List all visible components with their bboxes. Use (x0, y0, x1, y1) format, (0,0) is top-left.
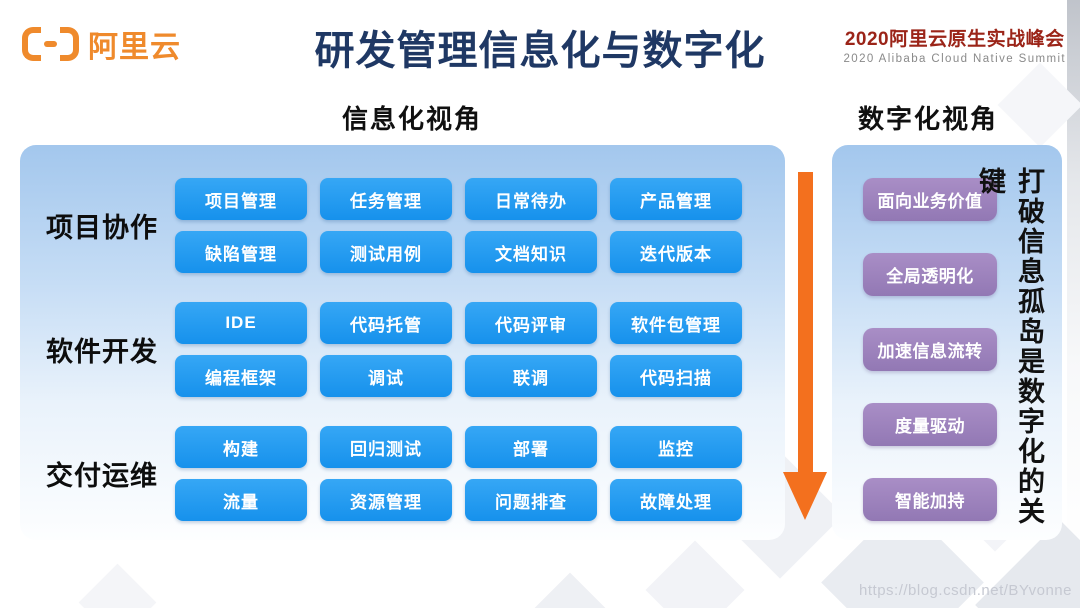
alibaba-cloud-logo: 阿里云 (22, 22, 181, 66)
alibaba-cloud-brackets-icon (22, 27, 79, 61)
feature-button: 文档知识 (465, 231, 597, 273)
feature-button: 测试用例 (320, 231, 452, 273)
digital-button: 全局透明化 (863, 253, 997, 296)
feature-button: 缺陷管理 (175, 231, 307, 273)
vertical-note: 打破信息孤岛是数字化的关键 (975, 167, 1044, 527)
group-label: 项目协作 (46, 213, 158, 243)
feature-button: 资源管理 (320, 479, 452, 521)
feature-button: 故障处理 (610, 479, 742, 521)
digital-button: 面向业务价值 (863, 178, 997, 221)
summit-banner: 2020阿里云原生实战峰会 2020 Alibaba Cloud Native … (843, 24, 1066, 65)
feature-button: 回归测试 (320, 426, 452, 468)
feature-button: 任务管理 (320, 178, 452, 220)
digital-button-list: 面向业务价值 全局透明化 加速信息流转 度量驱动 智能加持 (863, 178, 997, 521)
informatization-panel: 项目协作 项目管理 任务管理 日常待办 产品管理 缺陷管理 测试用例 文档知识 … (20, 145, 785, 540)
button-grid: IDE 代码托管 代码评审 软件包管理 编程框架 调试 联调 代码扫描 (175, 302, 742, 397)
summit-subtitle: 2020 Alibaba Cloud Native Summit (843, 53, 1066, 65)
logo-text: 阿里云 (88, 31, 181, 64)
down-arrow-icon (783, 172, 827, 520)
feature-button: IDE (175, 302, 307, 344)
feature-button: 编程框架 (175, 355, 307, 397)
feature-button: 调试 (320, 355, 452, 397)
digital-button: 度量驱动 (863, 403, 997, 446)
feature-button: 日常待办 (465, 178, 597, 220)
section-header-informatization: 信息化视角 (342, 104, 483, 134)
group-label: 交付运维 (46, 461, 158, 491)
right-edge-gradient (1067, 0, 1080, 608)
bg-diamond (527, 572, 613, 608)
group-delivery-operations: 交付运维 构建 回归测试 部署 监控 流量 资源管理 问题排查 故障处理 (20, 426, 785, 521)
watermark-url: https://blog.csdn.net/BYvonne (859, 582, 1072, 599)
bg-diamond (645, 540, 745, 608)
feature-button: 联调 (465, 355, 597, 397)
feature-button: 代码扫描 (610, 355, 742, 397)
feature-button: 问题排查 (465, 479, 597, 521)
button-grid: 构建 回归测试 部署 监控 流量 资源管理 问题排查 故障处理 (175, 426, 742, 521)
bg-diamond (78, 563, 157, 608)
feature-button: 代码评审 (465, 302, 597, 344)
button-grid: 项目管理 任务管理 日常待办 产品管理 缺陷管理 测试用例 文档知识 迭代版本 (175, 178, 742, 273)
group-project-collaboration: 项目协作 项目管理 任务管理 日常待办 产品管理 缺陷管理 测试用例 文档知识 … (20, 178, 785, 273)
digitalization-panel: 面向业务价值 全局透明化 加速信息流转 度量驱动 智能加持 打破信息孤岛是数字化… (832, 145, 1062, 540)
feature-button: 产品管理 (610, 178, 742, 220)
digital-button: 智能加持 (863, 478, 997, 521)
feature-button: 监控 (610, 426, 742, 468)
feature-button: 项目管理 (175, 178, 307, 220)
feature-button: 流量 (175, 479, 307, 521)
feature-button: 代码托管 (320, 302, 452, 344)
feature-button: 迭代版本 (610, 231, 742, 273)
feature-button: 软件包管理 (610, 302, 742, 344)
page-title: 研发管理信息化与数字化 (314, 29, 766, 73)
digital-button: 加速信息流转 (863, 328, 997, 371)
group-software-development: 软件开发 IDE 代码托管 代码评审 软件包管理 编程框架 调试 联调 代码扫描 (20, 302, 785, 397)
section-header-digitalization: 数字化视角 (858, 104, 999, 134)
summit-title: 2020阿里云原生实战峰会 (844, 29, 1065, 50)
feature-button: 构建 (175, 426, 307, 468)
feature-button: 部署 (465, 426, 597, 468)
group-label: 软件开发 (46, 337, 158, 367)
